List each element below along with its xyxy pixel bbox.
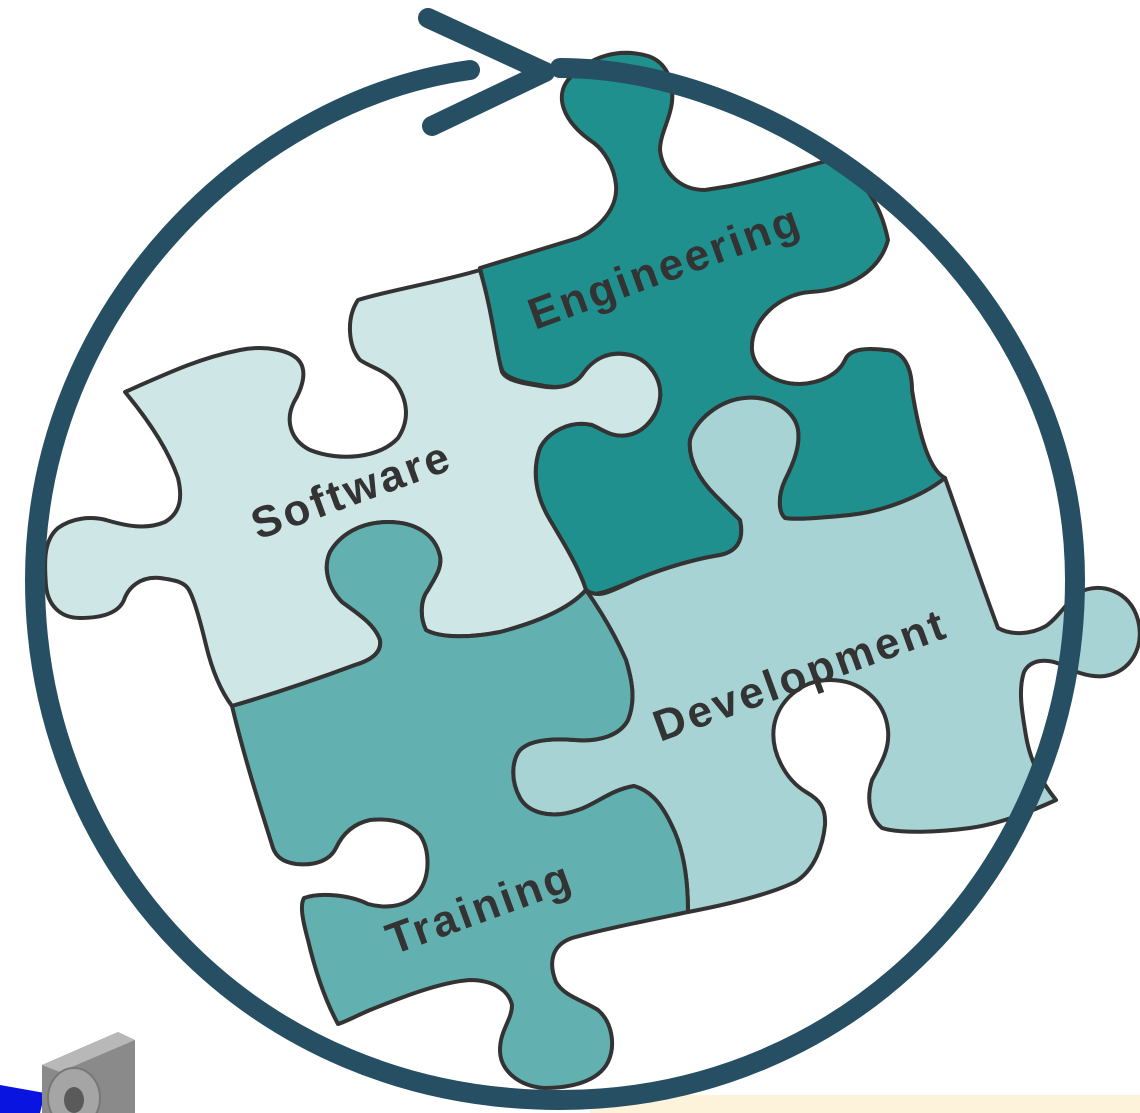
training-piece bbox=[230, 520, 690, 1090]
circular-arrow-icon bbox=[25, 8, 1085, 1110]
corner-blue-shape bbox=[0, 1085, 45, 1113]
footer-bar bbox=[590, 1095, 1140, 1113]
spool-icon bbox=[42, 1032, 135, 1113]
